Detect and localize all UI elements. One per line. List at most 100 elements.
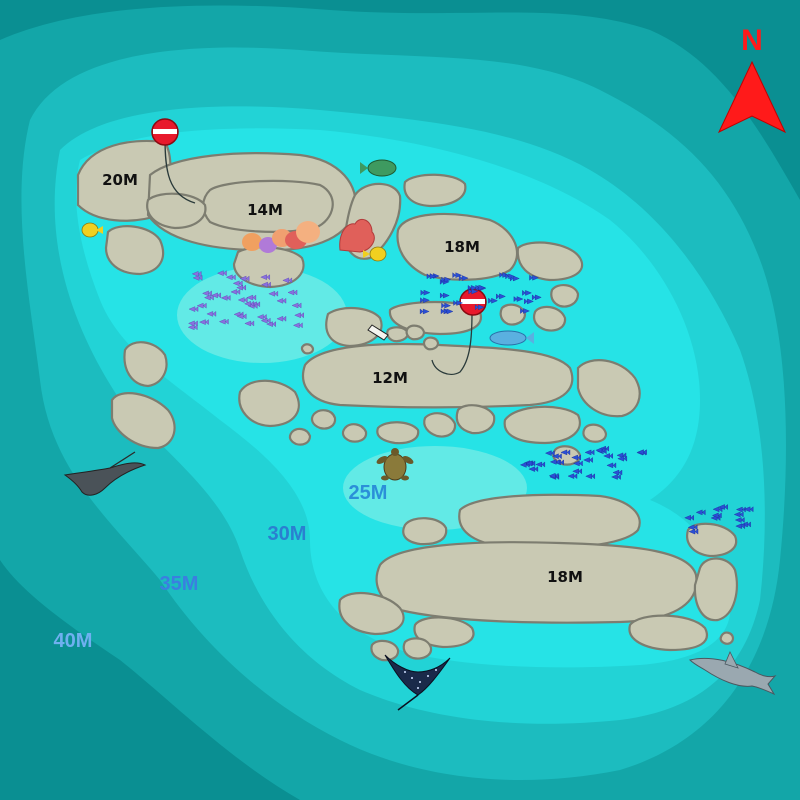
rock-small-1 [376, 421, 420, 445]
fish-icon [611, 474, 621, 480]
compass-north-label: N [741, 24, 763, 57]
fish-icon [443, 308, 454, 315]
fish-school-icon [187, 270, 304, 331]
rock-small-2 [423, 412, 457, 438]
coral-icon [242, 221, 320, 253]
fish-icon [218, 318, 229, 325]
fish-icon [606, 462, 617, 469]
rock-south-3 [370, 639, 400, 662]
fish-icon [203, 294, 214, 301]
fish-icon [441, 302, 452, 309]
rock-label-18m-north: 18M [444, 238, 480, 256]
fish-icon [260, 317, 271, 324]
rock-18m-south [375, 541, 698, 624]
rock-west-1 [104, 225, 165, 276]
fish-icon [196, 302, 207, 309]
fish-icon [637, 449, 647, 456]
depth-label-30m: 30M [268, 523, 307, 545]
fish-icon [718, 504, 728, 510]
fish-icon [237, 297, 248, 303]
fish-icon [549, 458, 560, 465]
fish-icon [230, 288, 241, 295]
fish-icon [520, 308, 530, 314]
fish-icon [216, 270, 227, 277]
parrotfish-icon [489, 330, 534, 346]
rock-south-west-small [402, 517, 448, 546]
rock-southwest-1 [338, 592, 405, 636]
fish-icon [684, 514, 694, 521]
fish-icon [276, 315, 287, 322]
fish-icon [584, 449, 595, 456]
depth-label-25m: 25M [349, 482, 388, 504]
fish-icon [474, 304, 485, 311]
rock-12m [302, 342, 574, 409]
fish-icon [572, 460, 583, 467]
parrotfish-icon [360, 159, 397, 177]
rock-east-1 [516, 241, 584, 282]
fish-icon [202, 290, 212, 297]
fish-icon [595, 447, 606, 454]
rock-14m-west [146, 192, 207, 230]
fish-icon [291, 302, 302, 309]
rock-south-4 [402, 637, 433, 660]
rock-west-2 [123, 341, 168, 388]
rock-east-5 [686, 522, 738, 558]
fish-icon [695, 509, 706, 516]
rock-mid-pebble-4 [300, 343, 315, 355]
rock-coral-head [232, 246, 305, 289]
fish-icon [571, 454, 581, 461]
fish-icon [188, 306, 199, 313]
rock-small-4 [341, 423, 368, 443]
manta-ray-icon [63, 451, 147, 496]
fish-icon [513, 296, 524, 302]
fish-icon [583, 457, 593, 463]
rock-mid-1 [325, 307, 383, 348]
fish-icon [687, 524, 698, 531]
fish-icon [192, 274, 203, 281]
fish-icon [420, 289, 431, 296]
rock-south-2 [628, 614, 708, 652]
fish-icon [260, 274, 270, 281]
coral-icon [339, 218, 375, 253]
fish-icon [525, 460, 536, 467]
depth-label-35m: 35M [160, 573, 199, 595]
rock-small-3 [455, 404, 496, 435]
fish-icon [616, 452, 627, 459]
compass-arrow-icon [717, 60, 787, 134]
rock-small-6 [288, 427, 312, 446]
fish-icon [468, 288, 479, 295]
fish-icon [453, 300, 464, 306]
fish-icon [225, 274, 236, 281]
buoy-line-mid [431, 311, 473, 375]
fish-icon [187, 324, 198, 331]
butterflyfish-icon [81, 222, 103, 238]
fish-icon [735, 523, 746, 530]
fish-icon [282, 277, 293, 284]
fish-school-icon [519, 445, 647, 480]
fish-icon [441, 276, 452, 283]
fish-icon [188, 320, 198, 327]
fish-icon [488, 297, 498, 304]
fish-icon [452, 272, 463, 279]
rock-east-4 [499, 303, 527, 326]
fish-icon [528, 466, 539, 472]
fish-icon [211, 292, 221, 299]
fish-icon [239, 275, 250, 282]
fish-icon [292, 322, 303, 329]
fish-icon [287, 289, 298, 296]
rock-south-5 [719, 631, 735, 645]
fish-icon [206, 310, 217, 317]
rock-mid-pebble-2 [405, 324, 426, 341]
fish-icon [232, 280, 243, 287]
buoy-icon [151, 118, 179, 146]
rock-east-3 [532, 305, 567, 332]
fish-icon [551, 453, 562, 460]
rock-label-20m: 20M [102, 171, 138, 189]
fish-icon [688, 528, 699, 535]
fish-icon [572, 468, 582, 475]
fish-icon [529, 274, 540, 281]
rock-west-3 [110, 392, 176, 450]
fish-icon [458, 275, 469, 281]
butterflyfish-icon [363, 246, 387, 262]
